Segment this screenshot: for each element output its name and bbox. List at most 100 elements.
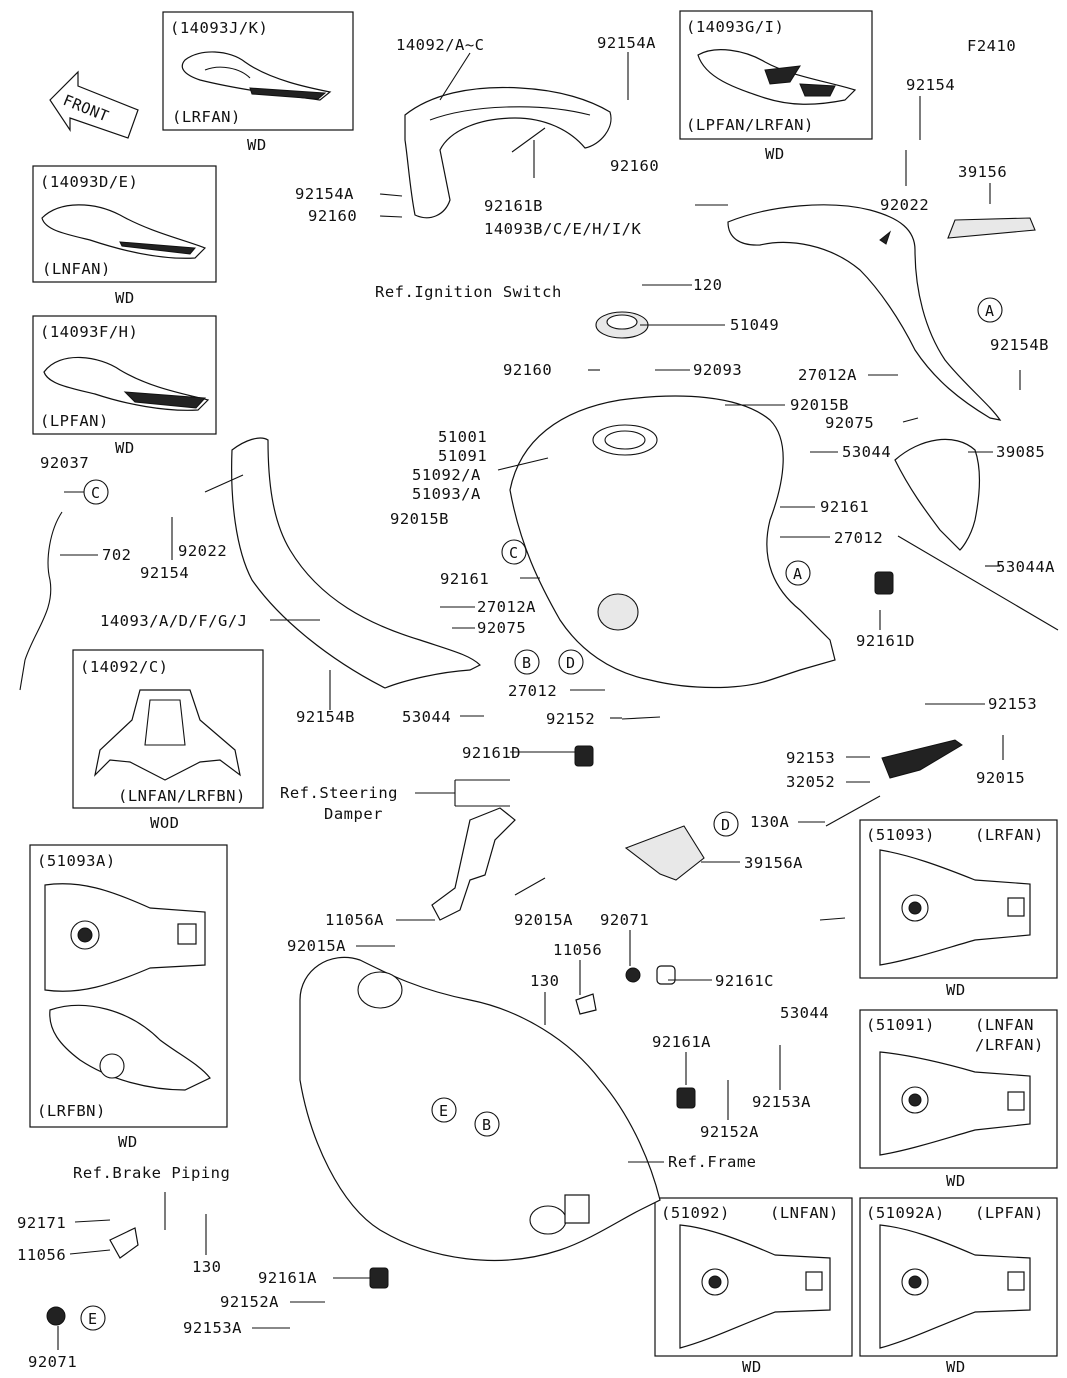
part-label: 14092/A~C [396,36,485,54]
variant-code: (14093G/I) [686,18,784,36]
part-label: 92015A [287,937,346,955]
part-label: 11056 [17,1246,66,1264]
variant-label: (LPFAN) [975,1204,1044,1222]
part-label: 92152A [700,1123,759,1141]
variant-note: WD [115,439,135,457]
part-label: 92022 [880,196,929,214]
callout-e-left: E [80,1305,106,1331]
part-label: 27012 [508,682,557,700]
part-label: 702 [102,546,132,564]
part-label: 92153 [786,749,835,767]
part-label: 14093/A/D/F/G/J [100,612,247,630]
part-label: 92160 [503,361,552,379]
part-label: 92161 [820,498,869,516]
callout-c-left: C [83,479,109,505]
decal-39156a [624,825,705,881]
fuel-tank-frame-part [299,956,661,1262]
ref-steering-damper-1: Ref.Steering [280,784,398,802]
part-label: 92152A [220,1293,279,1311]
tank-cover-part [509,395,836,689]
part-label: 11056 [553,941,602,959]
part-label: 92161D [462,744,521,762]
part-label: 92071 [28,1353,77,1371]
variant-code: (14093F/H) [40,323,138,341]
front-direction-arrow-icon: FRONT [49,70,139,139]
part-label: 92075 [477,619,526,637]
part-label: 92154A [597,34,656,52]
variant-label: (LRFAN) [975,826,1044,844]
washer-92071-b [46,1306,66,1326]
variant-code: (51092) [661,1204,730,1222]
part-label: 27012A [477,598,536,616]
svg-text:E: E [88,1310,98,1328]
part-label: 39156A [744,854,803,872]
pipe-92152 [621,716,661,720]
part-label: 130 [530,972,560,990]
variant-note: WD [115,289,135,307]
hose-702 [19,511,63,691]
part-label: 11056A [325,911,384,929]
part-label: 130A [750,813,789,831]
leader-lines [57,52,1021,1350]
svg-text:E: E [439,1102,449,1120]
svg-text:D: D [566,654,576,672]
variant-code: (14093D/E) [40,173,138,191]
variant-label-2: /LRFAN) [975,1036,1044,1054]
variant-label: (LNFAN [975,1016,1034,1034]
washer-92071-t [625,967,641,983]
part-label: 92022 [178,542,227,560]
variant-code: (14093J/K) [170,19,268,37]
variant-note: WD [247,136,267,154]
svg-text:C: C [509,544,519,562]
ref-ignition-switch: Ref.Ignition Switch [375,283,562,301]
part-label: 92015A [514,911,573,929]
part-label: 92154 [906,76,955,94]
ref-brake-piping: Ref.Brake Piping [73,1164,230,1182]
variant-code: (51092A) [866,1204,945,1222]
part-label: 92154A [295,185,354,203]
callout-a-top: A [977,297,1003,323]
part-label: 92153A [183,1319,242,1337]
variant-label: (LRFAN) [172,108,241,126]
part-label: 92161D [856,632,915,650]
variant-box-14092c: (14092/C) (LNFAN/LRFBN) [72,649,264,809]
part-label: 92154B [296,708,355,726]
fuel-pump-plate [597,593,639,631]
part-label: 27012A [798,366,857,384]
variant-note: WD [742,1358,762,1376]
ref-steering-damper-2: Damper [324,805,383,823]
part-label: 53044 [842,443,891,461]
part-label: 51001 [438,428,487,446]
variant-code: (51093A) [37,852,116,870]
part-label: 53044A [996,558,1055,576]
part-label: 53044 [402,708,451,726]
part-label: 92160 [610,157,659,175]
left-side-cover-part [231,437,482,689]
variant-box-51091: (51091) (LNFAN /LRFAN) [859,1009,1058,1169]
grommet-92161a-r [676,1087,696,1109]
variant-note: WD [765,145,785,163]
part-label: 92093 [693,361,742,379]
svg-text:D: D [721,816,731,834]
part-label: 92071 [600,911,649,929]
bracket-11056-b [109,1227,139,1259]
variant-code: (51091) [866,1016,935,1034]
callout-a-mid: A [785,560,811,586]
part-label: 92161 [440,570,489,588]
bracket-11056a [431,807,516,921]
part-label: 92154 [140,564,189,582]
part-label: 92161A [652,1033,711,1051]
part-label: 92161B [484,197,543,215]
variant-box-14093fh: (14093F/H) (LPFAN) [32,315,217,435]
upper-cowl-part [404,86,612,219]
part-label: 92161A [258,1269,317,1287]
part-label: 51092/A [412,466,481,484]
variant-label: (LPFAN/LRFAN) [686,116,814,134]
part-label: 27012 [834,529,883,547]
grommet-92161a-b [369,1267,389,1289]
part-label: 14093B/C/E/H/I/K [484,220,641,238]
variant-label: (LRFBN) [37,1102,106,1120]
grommet-92161d-l [574,745,594,767]
right-side-cover-part [727,204,1002,421]
